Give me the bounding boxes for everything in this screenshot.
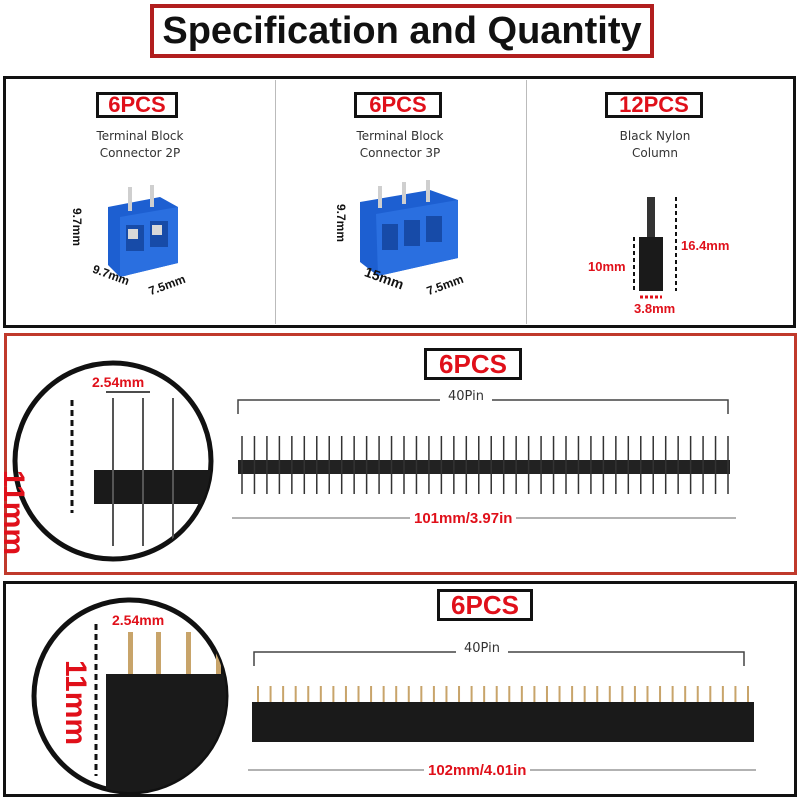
height-label: 11mm — [59, 660, 92, 746]
pin — [747, 686, 749, 702]
pin — [344, 686, 347, 702]
male-header-strip-image — [232, 399, 736, 519]
height-label: 11mm — [0, 470, 30, 556]
pin — [621, 686, 624, 702]
female-header-panel — [3, 581, 797, 797]
dim-total: 16.4mm — [681, 238, 730, 253]
dim-height: 9.7mm — [334, 204, 348, 243]
terminal-block-2p-image — [108, 185, 178, 277]
male-header-panel — [4, 333, 797, 575]
item-description: Black Nylon Column — [580, 128, 730, 162]
pin — [357, 686, 360, 702]
pin-count-label: 40Pin — [440, 389, 492, 404]
panel-divider — [275, 80, 276, 324]
pin — [671, 686, 674, 702]
page-title: Specification and Quantity — [162, 9, 642, 52]
qty-badge: 6PCS — [437, 589, 533, 621]
pitch-label: 2.54mm — [112, 612, 165, 628]
pin — [432, 686, 435, 702]
terminal-block-3p-image — [360, 180, 458, 276]
desc-line: Black Nylon — [619, 129, 691, 143]
pin — [520, 686, 523, 702]
pin — [684, 686, 687, 702]
dim-width: 3.8mm — [634, 301, 676, 316]
pin — [709, 686, 712, 702]
nylon-column-image — [633, 197, 677, 299]
qty-badge: 6PCS — [96, 92, 178, 118]
pin — [458, 686, 461, 702]
pin — [470, 686, 473, 702]
male-header-zoom-image — [12, 360, 214, 562]
pin — [319, 686, 322, 702]
qty-badge: 12PCS — [605, 92, 703, 118]
top-spec-panel — [3, 76, 796, 328]
pin — [483, 686, 486, 702]
title-banner: Specification and Quantity — [150, 4, 654, 58]
pin — [332, 686, 335, 702]
pin — [282, 686, 285, 702]
pin — [721, 686, 724, 702]
pin — [596, 686, 599, 702]
pin — [307, 686, 310, 702]
pin — [269, 686, 272, 702]
pitch-label: 2.54mm — [92, 374, 145, 390]
pin — [407, 686, 410, 702]
item-description: Terminal Block Connector 2P — [60, 128, 220, 162]
dim-height: 9.7mm — [70, 208, 84, 247]
pin — [545, 686, 548, 702]
pin — [257, 686, 259, 702]
pin — [495, 686, 498, 702]
pin — [734, 686, 737, 702]
desc-line: Column — [632, 146, 678, 160]
qty-badge: 6PCS — [424, 348, 522, 380]
pin — [395, 686, 398, 702]
pin — [659, 686, 662, 702]
desc-line: Terminal Block — [96, 129, 184, 143]
female-header-zoom-image — [31, 597, 229, 795]
pin — [370, 686, 373, 702]
pin — [420, 686, 423, 702]
pin — [508, 686, 511, 702]
qty-badge: 6PCS — [354, 92, 442, 118]
pin — [696, 686, 699, 702]
desc-line: Connector 2P — [99, 146, 181, 160]
length-label: 101mm/3.97in — [410, 510, 517, 527]
pin — [294, 686, 297, 702]
dim-height: 10mm — [588, 259, 626, 274]
pin — [382, 686, 385, 702]
pin — [583, 686, 586, 702]
pin — [646, 686, 649, 702]
pin — [608, 686, 611, 702]
desc-line: Connector 3P — [359, 146, 441, 160]
length-label: 102mm/4.01in — [424, 762, 531, 779]
item-description: Terminal Block Connector 3P — [320, 128, 480, 162]
pin — [533, 686, 536, 702]
panel-divider — [526, 80, 527, 324]
female-header-strip-image — [248, 651, 756, 771]
pin — [445, 686, 448, 702]
desc-line: Terminal Block — [356, 129, 444, 143]
pin-count-label: 40Pin — [456, 641, 508, 656]
pin — [558, 686, 561, 702]
pin — [571, 686, 574, 702]
pin — [633, 686, 636, 702]
